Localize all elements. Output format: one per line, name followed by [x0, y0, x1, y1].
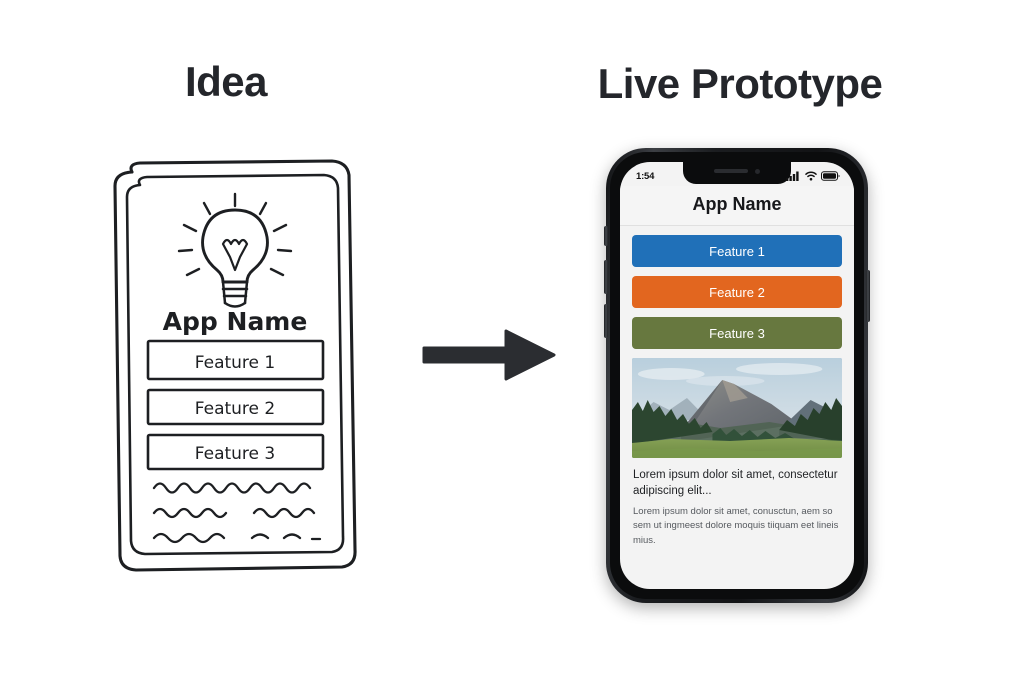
- feature-button-1[interactable]: Feature 1: [632, 235, 842, 267]
- feature-button-list: Feature 1 Feature 2 Feature 3: [620, 226, 854, 349]
- lightbulb-base: [221, 280, 249, 308]
- sketch-drawing: App Name Feature 1 Feature 2 Feature 3: [113, 159, 357, 572]
- idea-heading: Idea: [184, 58, 268, 105]
- silent-switch-button[interactable]: [604, 226, 608, 246]
- front-camera-icon: [755, 169, 760, 174]
- sketch-feature-label-3: Feature 3: [195, 444, 275, 464]
- phone-screen: 1:54: [620, 162, 854, 589]
- sketch-outer-frame: [113, 159, 357, 572]
- app-title: App Name: [620, 186, 854, 226]
- status-bar-icons: [786, 171, 840, 181]
- landscape-illustration: [632, 358, 842, 458]
- body-paragraph: Lorem ipsum dolor sit amet, conusctun, a…: [633, 505, 839, 546]
- battery-icon: [821, 171, 840, 181]
- status-bar-clock: 1:54: [636, 170, 655, 182]
- live-prototype-heading: Live Prototype: [597, 60, 883, 107]
- feature-button-2[interactable]: Feature 2: [632, 276, 842, 308]
- sketch-scribble-lines: [152, 482, 322, 544]
- earpiece-speaker-icon: [714, 169, 748, 173]
- power-button[interactable]: [866, 270, 870, 322]
- feature-button-3[interactable]: Feature 3: [632, 317, 842, 349]
- lead-paragraph: Lorem ipsum dolor sit amet, consectetur …: [633, 469, 838, 498]
- feature-button-2-label: Feature 2: [709, 284, 765, 300]
- lightbulb-filament: [221, 238, 249, 272]
- feature-button-1-label: Feature 1: [709, 243, 765, 259]
- live-prototype-phone: 1:54: [604, 148, 870, 603]
- lightbulb-rays: [177, 192, 293, 277]
- sketch-feature-box-3: [146, 433, 325, 471]
- sketch-inner-frame: [125, 173, 345, 556]
- sketch-feature-label-2: Feature 2: [195, 399, 275, 419]
- mountain-landscape-photo: [632, 358, 842, 458]
- sketch-feature-box-2: [146, 388, 325, 426]
- sketch-feature-box-1: [146, 339, 325, 381]
- volume-up-button[interactable]: [604, 260, 608, 294]
- phone-frame: 1:54: [604, 148, 870, 603]
- feature-button-3-label: Feature 3: [709, 325, 765, 341]
- sketch-phone-mockup: App Name Feature 1 Feature 2 Feature 3: [104, 158, 366, 574]
- sketch-feature-label-1: Feature 1: [195, 353, 275, 373]
- lightbulb-glass: [201, 208, 269, 284]
- right-arrow-icon: [422, 329, 556, 381]
- sketch-app-name: App Name: [163, 307, 308, 336]
- wifi-icon: [805, 171, 817, 181]
- phone-bezel: 1:54: [610, 152, 864, 599]
- volume-down-button[interactable]: [604, 304, 608, 338]
- phone-notch: [683, 162, 791, 184]
- article-body: Lorem ipsum dolor sit amet, consectetur …: [620, 458, 854, 548]
